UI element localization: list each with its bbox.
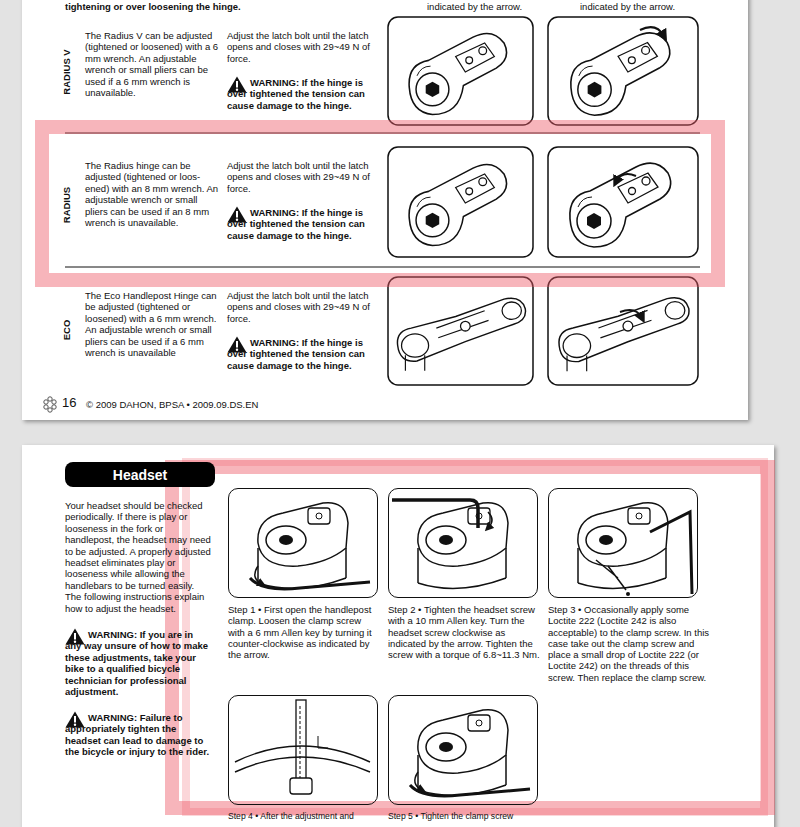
step-figure: Step 4 • After the adjustment and [228, 695, 378, 822]
page-fragment: indicated by the arrow. [427, 1, 547, 12]
page-number: 16 [62, 396, 86, 410]
step-caption: Step 2 • Tighten the headset screw with … [388, 604, 540, 660]
row-heading: RADIUS [61, 187, 72, 223]
step-figure: Step 1 • First open the handlepost clamp… [228, 488, 378, 660]
warning-text: WARNING: If the hinge is over tightened … [227, 337, 377, 371]
row-heading: RADIUS V [61, 49, 72, 94]
warning-icon [227, 336, 247, 353]
page-fragment: indicated by the arrow. [580, 1, 700, 12]
step-figure: Step 2 • Tighten the headset screw with … [388, 488, 538, 660]
row-heading: ECO [61, 320, 72, 341]
step-caption: Step 5 • Tighten the clamp screw [388, 811, 546, 822]
body-text: Adjust the latch bolt until the latch op… [227, 160, 377, 194]
warning-text: WARNING: Failure to appropriately tighte… [65, 712, 212, 758]
warning-icon [227, 206, 247, 223]
step-caption: Step 3 • Occasionally apply some Loctite… [548, 604, 710, 683]
warning-icon [227, 76, 247, 93]
warning-icon [65, 711, 85, 728]
page-fragment: tightening or over loosening the hinge. [65, 1, 365, 12]
warning-text: WARNING: If you are in any way unsure of… [65, 629, 212, 697]
figure-frame [388, 695, 538, 805]
figure-frame [228, 695, 378, 805]
body-text: Your headset should be checked periodica… [65, 500, 212, 614]
footer-text: © 2009 DAHON, BPSA • 2009.09.DS.EN [86, 399, 386, 410]
body-text: The Radius V can be adjusted (tightened … [85, 30, 221, 98]
section-heading: Headset [113, 467, 167, 483]
figure-frame [388, 488, 538, 598]
figure-frame [228, 488, 378, 598]
step-figure: Step 3 • Occasionally apply some Loctite… [548, 488, 698, 683]
step-caption: Step 1 • First open the handlepost clamp… [228, 604, 380, 660]
step-figure: Step 5 • Tighten the clamp screw [388, 695, 538, 822]
body-text: Adjust the latch bolt until the latch op… [227, 30, 377, 64]
figure-frame [548, 488, 698, 598]
warning-icon [65, 628, 85, 645]
warning-text: WARNING: If the hinge is over tightened … [227, 207, 377, 241]
step-caption: Step 4 • After the adjustment and [228, 811, 386, 822]
body-text: The Radius hinge can be adjusted (tighte… [85, 160, 221, 228]
body-text: The Eco Handlepost Hinge can be adjusted… [85, 290, 221, 358]
section-tab: Headset [65, 462, 215, 487]
body-text: Adjust the latch bolt until the latch op… [227, 290, 377, 324]
warning-text: WARNING: If the hinge is over tightened … [227, 77, 377, 111]
